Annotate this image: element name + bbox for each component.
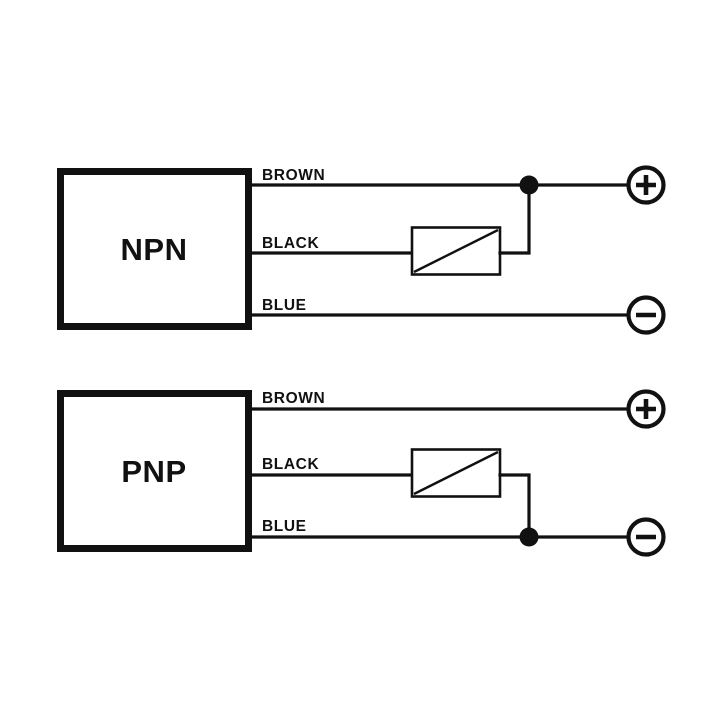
npn-junction-dot (519, 175, 539, 195)
pnp-blue-wire-label: BLUE (262, 518, 307, 535)
pnp-load-return-wire[interactable] (498, 473, 531, 538)
npn-positive-terminal[interactable] (626, 165, 666, 205)
pnp-positive-terminal[interactable] (626, 389, 666, 429)
npn-sensor-box[interactable] (57, 168, 252, 330)
npn-circuit-group: NPN BROWN BLACK BLUE (57, 165, 666, 335)
npn-negative-terminal[interactable] (626, 295, 666, 335)
pnp-sensor-box[interactable] (57, 390, 252, 552)
pnp-negative-terminal[interactable] (626, 517, 666, 557)
npn-blue-wire-label: BLUE (262, 297, 307, 314)
pnp-brown-wire-label: BROWN (262, 390, 325, 407)
npn-load-return-wire[interactable] (498, 184, 531, 255)
npn-load-diagonal-icon (413, 228, 499, 274)
npn-brown-wire-label: BROWN (262, 167, 325, 184)
pnp-circuit-group: PNP BROWN BLACK BLUE (57, 389, 666, 557)
pnp-junction-dot (519, 527, 539, 547)
pnp-black-wire-label: BLACK (262, 456, 319, 473)
pnp-load-diagonal-icon (413, 450, 499, 496)
pnp-sensor-label: PNP (121, 454, 186, 489)
npn-sensor-label: NPN (121, 232, 188, 267)
npn-black-wire-label: BLACK (262, 235, 319, 252)
